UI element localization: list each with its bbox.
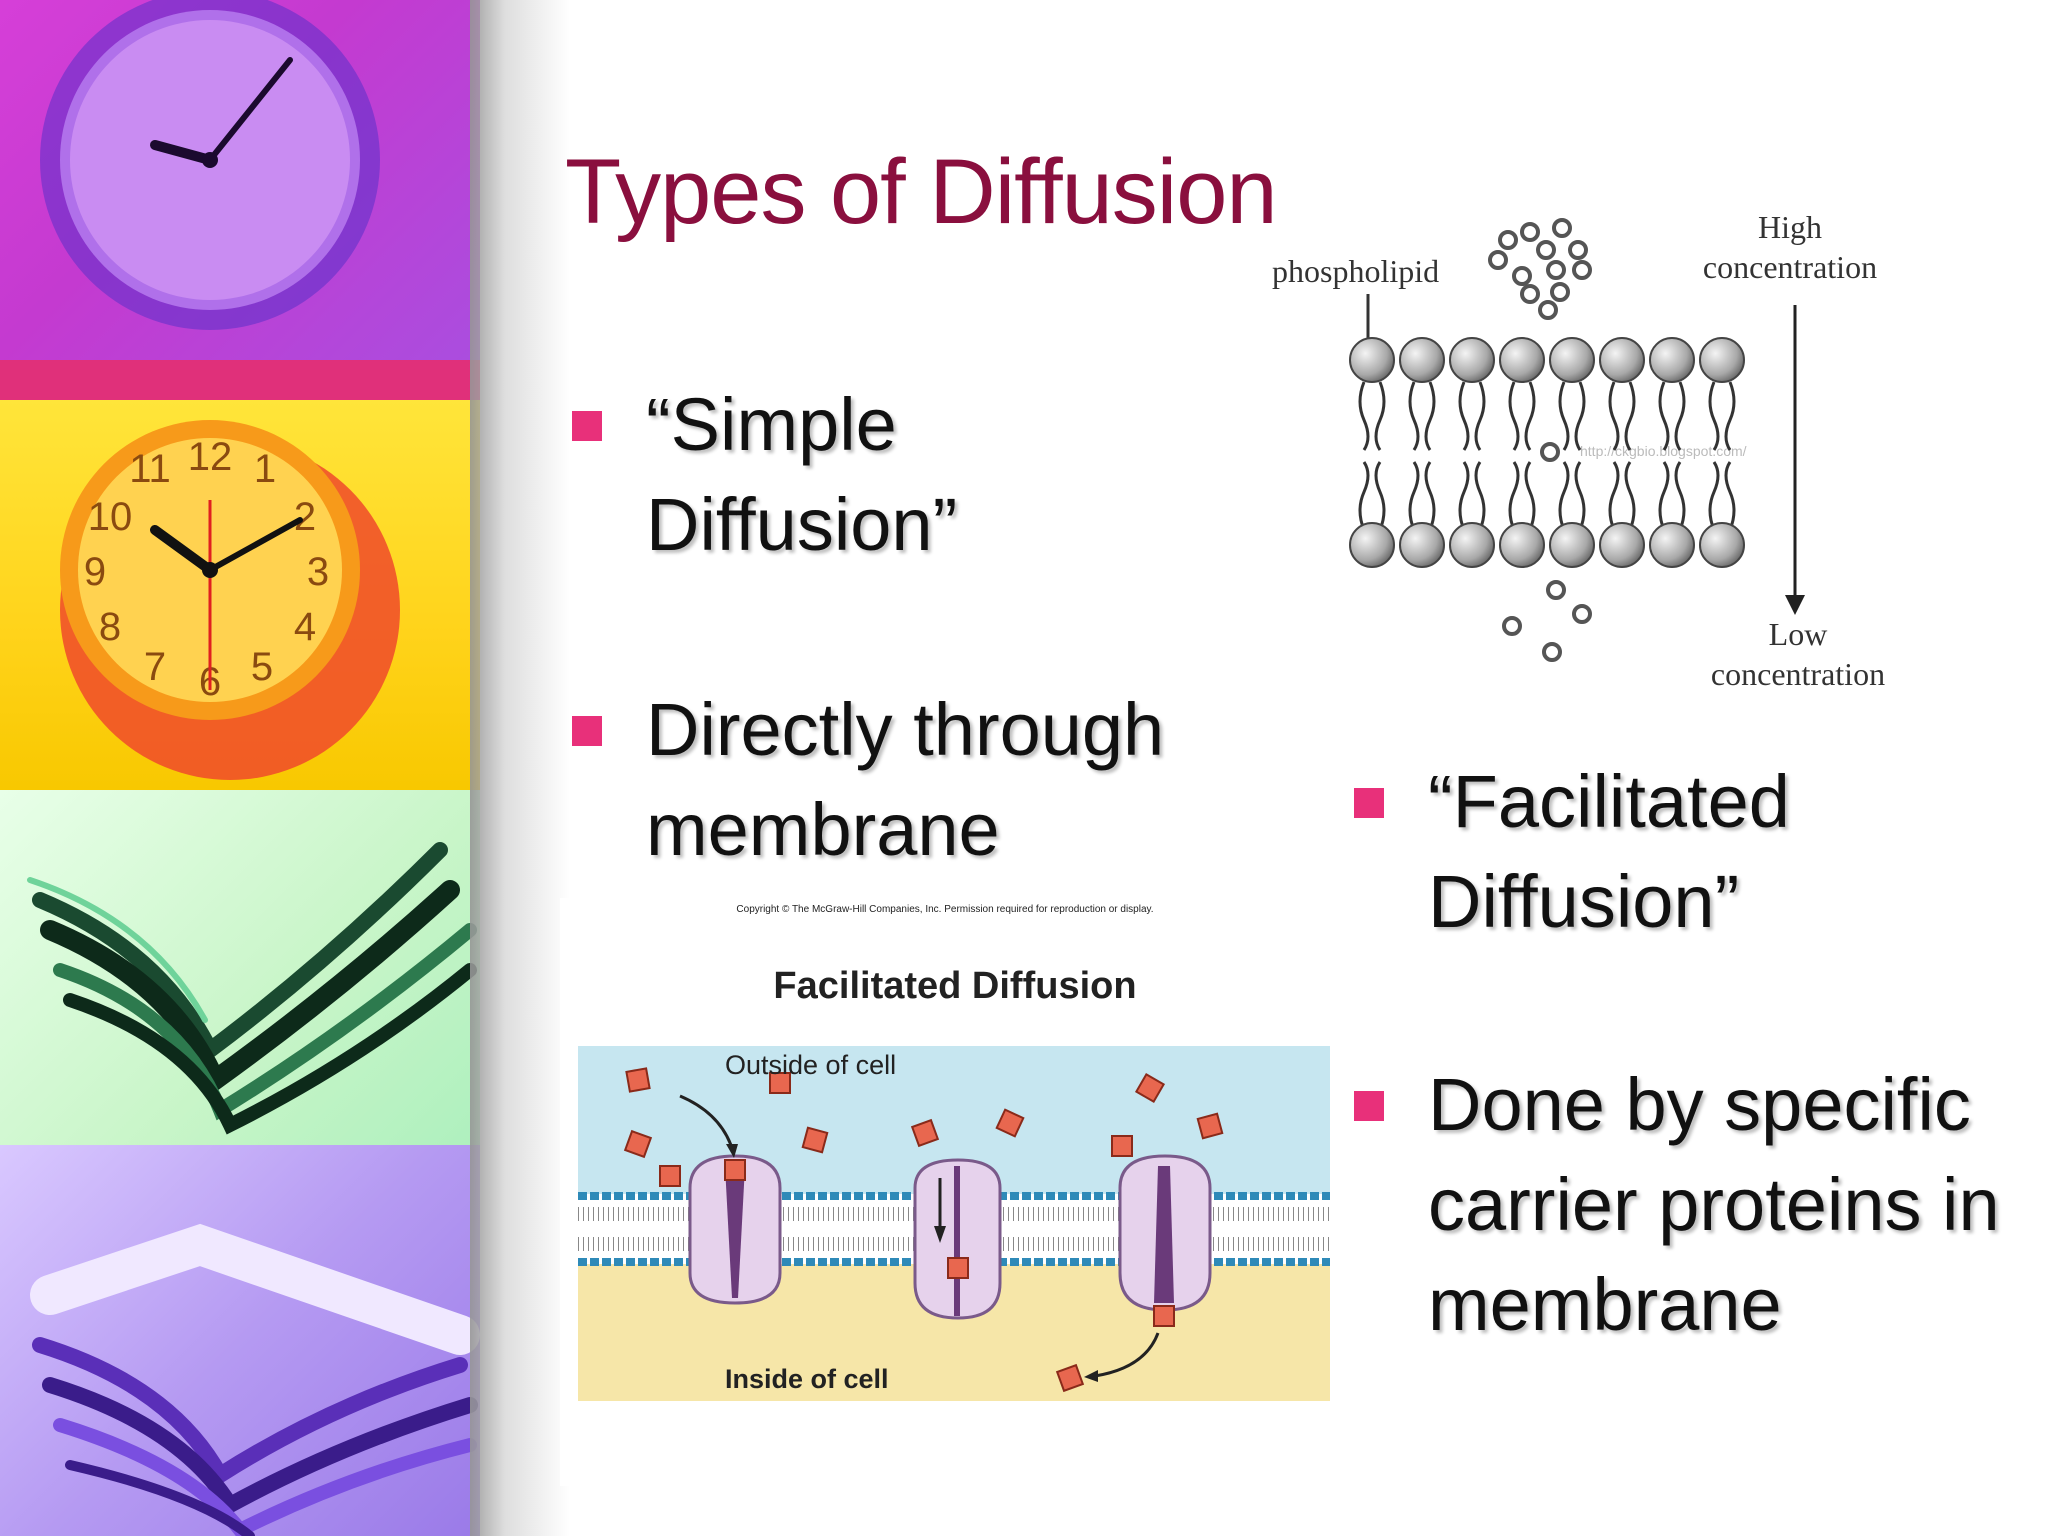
bullet-text: Directly through membrane: [646, 688, 1165, 871]
lower-leaflet: [1349, 461, 1745, 568]
high-label-line2: concentration: [1703, 249, 1877, 285]
bullet-marker: [1354, 788, 1384, 818]
carrier-protein-2: [913, 1158, 1002, 1320]
bullet-directly-through-membrane: Directly through membrane: [572, 680, 1286, 880]
solute-exiting: [1153, 1305, 1175, 1327]
strip-shadow: [470, 0, 570, 1536]
bullet-facilitated-diffusion: “Facilitated Diffusion”: [1354, 752, 1928, 952]
bullet-text: Done by specific carrier proteins in mem…: [1428, 1063, 2000, 1346]
bullet-marker: [572, 411, 602, 441]
bullet-text: “Facilitated Diffusion”: [1428, 760, 1790, 943]
books-green-image: [0, 790, 480, 1145]
phospholipid-label: phospholipid: [1272, 253, 1439, 289]
svg-text:7: 7: [144, 645, 166, 689]
books-purple-image: [0, 1145, 480, 1536]
carrier-protein-1: [688, 1154, 782, 1305]
arrow-head: [1084, 1370, 1098, 1382]
bullet-text: “Simple Diffusion”: [646, 383, 958, 566]
svg-text:3: 3: [307, 550, 329, 594]
bullet-carrier-proteins: Done by specific carrier proteins in mem…: [1354, 1055, 2028, 1355]
transport-arrows: [679, 1094, 1160, 1378]
concentration-arrow-head: [1785, 595, 1805, 615]
low-label-line1: Low: [1769, 616, 1828, 652]
carrier-protein-3: [1118, 1154, 1212, 1327]
facilitated-diagram-title: Facilitated Diffusion: [773, 965, 1136, 1007]
outside-cell-label: Outside of cell: [725, 1050, 896, 1080]
inside-cell-label: Inside of cell: [725, 1364, 889, 1394]
bullet-simple-diffusion: “Simple Diffusion”: [572, 375, 1206, 575]
solute-in-channel: [947, 1257, 969, 1279]
svg-text:4: 4: [294, 605, 316, 649]
bullet-marker: [572, 716, 602, 746]
svg-text:10: 10: [88, 495, 133, 539]
simple-diffusion-diagram: phospholipid High concentration Low conc…: [1260, 200, 1920, 700]
slide-title: Types of Diffusion: [565, 141, 1278, 243]
clock-purple-image: [0, 0, 480, 400]
solute-in-channel: [724, 1159, 746, 1181]
upper-leaflet: [1349, 337, 1745, 451]
svg-text:11: 11: [129, 447, 171, 491]
svg-text:1: 1: [254, 447, 276, 491]
bullet-marker: [1354, 1091, 1384, 1121]
solute-particles: [623, 1067, 1224, 1393]
copyright-notice: Copyright © The McGraw-Hill Companies, I…: [736, 904, 1153, 915]
high-label-line1: High: [1758, 209, 1822, 245]
facilitated-diffusion-diagram: Copyright © The McGraw-Hill Companies, I…: [560, 898, 1330, 1486]
svg-text:12: 12: [188, 435, 233, 479]
svg-text:9: 9: [84, 550, 106, 594]
arrow-head: [726, 1144, 738, 1158]
svg-text:5: 5: [251, 645, 273, 689]
svg-text:2: 2: [294, 495, 316, 539]
low-label-line2: concentration: [1711, 656, 1885, 692]
arrow-head: [934, 1226, 946, 1243]
svg-text:8: 8: [99, 605, 121, 649]
solute-molecules: [1488, 218, 1592, 662]
watermark-text: http://ckgbio.blogspot.com/: [1580, 443, 1747, 459]
